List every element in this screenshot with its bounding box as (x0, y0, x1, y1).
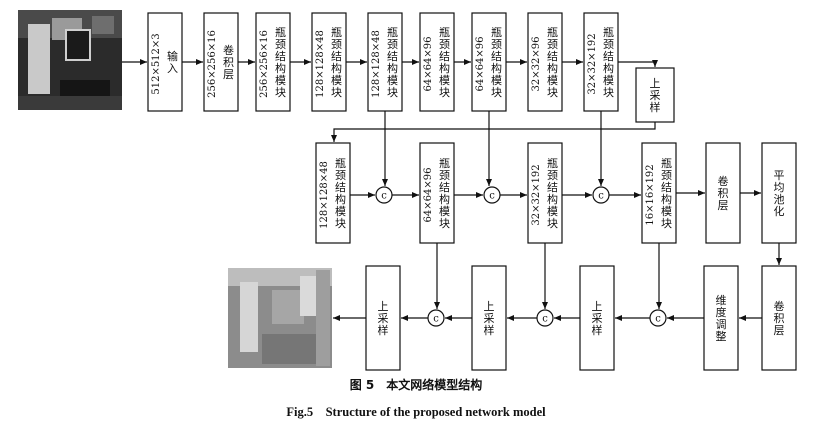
concat-label: c (433, 314, 439, 325)
block-label: 平均池化 (774, 169, 785, 218)
block-conv3: 卷积层 (761, 265, 797, 371)
block-label: 瓶颈结构模块 (387, 25, 398, 99)
block-label: 瓶颈结构模块 (547, 156, 558, 230)
block-dimension: 16×16×192 (645, 164, 656, 225)
concat-node-2: c (483, 186, 501, 204)
block-label: 瓶颈结构模块 (335, 156, 346, 230)
block-box (419, 12, 455, 112)
block-box (471, 265, 507, 371)
block-dimension: 32×32×192 (587, 33, 598, 94)
block-dimension: 128×128×48 (315, 30, 326, 98)
block-bn1: 256×256×16 瓶颈结构模块 (255, 12, 291, 112)
concat-node-1: c (375, 186, 393, 204)
blocks: 512×512×3 输入 256×256×16 卷积层 256×256×16 瓶颈结构模块… (147, 12, 797, 371)
concat-label: c (381, 191, 387, 202)
block-box (315, 142, 351, 244)
block-box (635, 67, 675, 123)
block-label: 瓶颈结构模块 (603, 25, 614, 99)
concat-node-6: c (427, 309, 445, 327)
concat-node-5: c (536, 309, 554, 327)
block-bn3: 128×128×48 瓶颈结构模块 (367, 12, 403, 112)
block-dimension: 32×32×192 (531, 164, 542, 225)
block-label: 瓶颈结构模块 (547, 25, 558, 99)
block-d4: 16×16×192 瓶颈结构模块 (641, 142, 677, 244)
block-pool: 平均池化 (761, 142, 797, 244)
block-up2: 上采样 (471, 265, 507, 371)
block-box (311, 12, 347, 112)
concat-node-3: c (592, 186, 610, 204)
concat-node-4: c (649, 309, 667, 327)
block-label: 瓶颈结构模块 (439, 25, 450, 99)
block-box (419, 142, 455, 244)
block-label: 维度调整 (716, 294, 727, 343)
block-d1: 128×128×48 瓶颈结构模块 (315, 142, 351, 244)
block-box (579, 265, 615, 371)
block-label: 瓶颈结构模块 (275, 25, 286, 99)
block-conv1: 256×256×16 卷积层 (203, 12, 239, 112)
block-label: 卷积层 (223, 43, 234, 81)
block-d3: 32×32×192 瓶颈结构模块 (527, 142, 563, 244)
block-box (527, 12, 563, 112)
block-bn5: 64×64×96 瓶颈结构模块 (471, 12, 507, 112)
block-box (761, 265, 797, 371)
block-label: 上采样 (592, 300, 603, 337)
block-conv2: 卷积层 (705, 142, 741, 244)
block-bn7: 32×32×192 瓶颈结构模块 (583, 12, 619, 112)
block-dimension: 64×64×96 (423, 168, 434, 223)
figure-caption-cn: 图 5 本文网络模型结构 (349, 378, 483, 392)
concat-label: c (655, 314, 661, 325)
input-photo (18, 10, 122, 110)
block-dimension: 128×128×48 (319, 161, 330, 229)
block-bn4: 64×64×96 瓶颈结构模块 (419, 12, 455, 112)
block-box (471, 12, 507, 112)
block-label: 输入 (167, 49, 178, 75)
concat-label: c (542, 314, 548, 325)
block-label: 上采样 (650, 77, 661, 114)
block-label: 卷积层 (718, 174, 729, 212)
block-label: 瓶颈结构模块 (331, 25, 342, 99)
block-dimadj: 维度调整 (703, 265, 739, 371)
block-box (147, 12, 183, 112)
block-dimension: 32×32×96 (531, 37, 542, 92)
block-up3: 上采样 (365, 265, 401, 371)
block-box (365, 265, 401, 371)
block-box (203, 12, 239, 112)
block-dimension: 64×64×96 (475, 37, 486, 92)
block-dimension: 128×128×48 (371, 30, 382, 98)
block-box (703, 265, 739, 371)
block-label: 瓶颈结构模块 (491, 25, 502, 99)
block-dimension: 256×256×16 (207, 30, 218, 98)
connections (122, 59, 782, 321)
output-depth-map (228, 268, 332, 368)
block-input: 512×512×3 输入 (147, 12, 183, 112)
block-d2: 64×64×96 瓶颈结构模块 (419, 142, 455, 244)
block-bn6: 32×32×96 瓶颈结构模块 (527, 12, 563, 112)
block-box (583, 12, 619, 112)
block-dimension: 64×64×96 (423, 37, 434, 92)
block-box (641, 142, 677, 244)
block-upsample-top: 上采样 (635, 67, 675, 123)
block-up1: 上采样 (579, 265, 615, 371)
block-box (527, 142, 563, 244)
block-box (761, 142, 797, 244)
block-box (367, 12, 403, 112)
concat-label: c (489, 191, 495, 202)
block-box (705, 142, 741, 244)
block-label: 瓶颈结构模块 (439, 156, 450, 230)
concat-label: c (598, 191, 604, 202)
block-label: 卷积层 (774, 299, 785, 337)
block-label: 上采样 (378, 300, 389, 337)
block-label: 瓶颈结构模块 (661, 156, 672, 230)
block-dimension: 256×256×16 (259, 30, 270, 98)
block-label: 上采样 (484, 300, 495, 337)
block-dimension: 512×512×3 (151, 33, 162, 94)
figure-caption-en: Fig.5 Structure of the proposed network … (286, 405, 546, 419)
block-bn2: 128×128×48 瓶颈结构模块 (311, 12, 347, 112)
block-box (255, 12, 291, 112)
